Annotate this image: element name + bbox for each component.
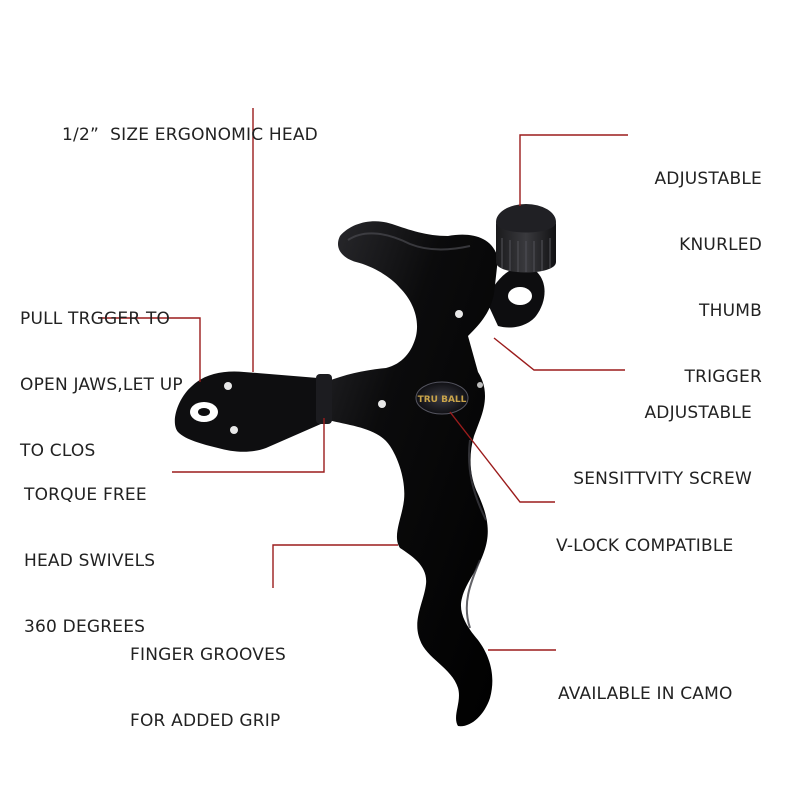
leader-torque-free [172, 418, 325, 473]
callout-line: FINGER GROOVES [130, 645, 287, 665]
callout-sensitivity-screw: ADJUSTABLE SENSITTVITY SCREW [573, 358, 752, 534]
callout-line: V-LOCK COMPATIBLE [556, 536, 734, 556]
screw-2 [230, 426, 238, 434]
callout-line: HEAD SWIVELS [24, 551, 156, 571]
callout-line: KNURLED [679, 235, 762, 255]
swivel-collar [316, 374, 332, 424]
logo-badge-text: TRU BALL [418, 395, 467, 405]
callout-thumb-trigger: ADJUSTABLE KNURLED THUMB TRIGGER [654, 124, 762, 432]
grip-highlight [465, 439, 487, 629]
logo-badge [415, 381, 469, 415]
callout-line: AVAILABLE IN CAMO [558, 684, 733, 704]
callout-line: 360 DEGREES [24, 617, 146, 637]
screw-3 [455, 310, 463, 318]
leader-thumb-trigger [519, 134, 628, 206]
callout-line: TORQUE FREE [24, 485, 147, 505]
screw-4 [378, 400, 386, 408]
callout-pull-trigger: PULL TRGGER TO OPEN JAWS,LET UP TO CLOS [20, 264, 183, 506]
swivel-head [174, 371, 330, 452]
callout-line: TRIGGER [684, 367, 762, 387]
leader-v-lock [449, 411, 555, 503]
callout-head-size: 1/2” SIZE ERGONOMIC HEAD [62, 80, 318, 190]
screw-5 [477, 382, 483, 388]
jaw-hole-inner [198, 408, 210, 416]
callout-line: ADJUSTABLE [644, 403, 752, 423]
leader-sensitivity [493, 337, 625, 371]
body-highlight [347, 232, 471, 251]
callout-line: OPEN JAWS,LET UP [20, 375, 183, 395]
callout-line: ADJUSTABLE [654, 169, 762, 189]
callout-finger-grooves: FINGER GROOVES FOR ADDED GRIP [130, 600, 286, 776]
callout-line: PULL TRGGER TO [20, 309, 171, 329]
callout-camo: AVAILABLE IN CAMO [558, 639, 733, 749]
leader-lines [98, 108, 628, 651]
callout-line: THUMB [699, 301, 762, 321]
bracket-hole [508, 287, 532, 305]
callout-line: FOR ADDED GRIP [130, 711, 281, 731]
leader-pull-trigger [98, 317, 201, 382]
callout-line: 1/2” SIZE ERGONOMIC HEAD [62, 125, 318, 145]
thumb-knob-top [496, 204, 556, 240]
release-body [326, 221, 498, 727]
callout-line: TO CLOS [20, 441, 96, 461]
callout-torque-free: TORQUE FREE HEAD SWIVELS 360 DEGREES [24, 440, 155, 682]
screw-1 [224, 382, 232, 390]
knurl-lines [501, 238, 551, 272]
callout-v-lock: V-LOCK COMPATIBLE [556, 491, 734, 601]
leader-finger-grooves [272, 544, 398, 588]
callout-line: SENSITTVITY SCREW [573, 469, 752, 489]
